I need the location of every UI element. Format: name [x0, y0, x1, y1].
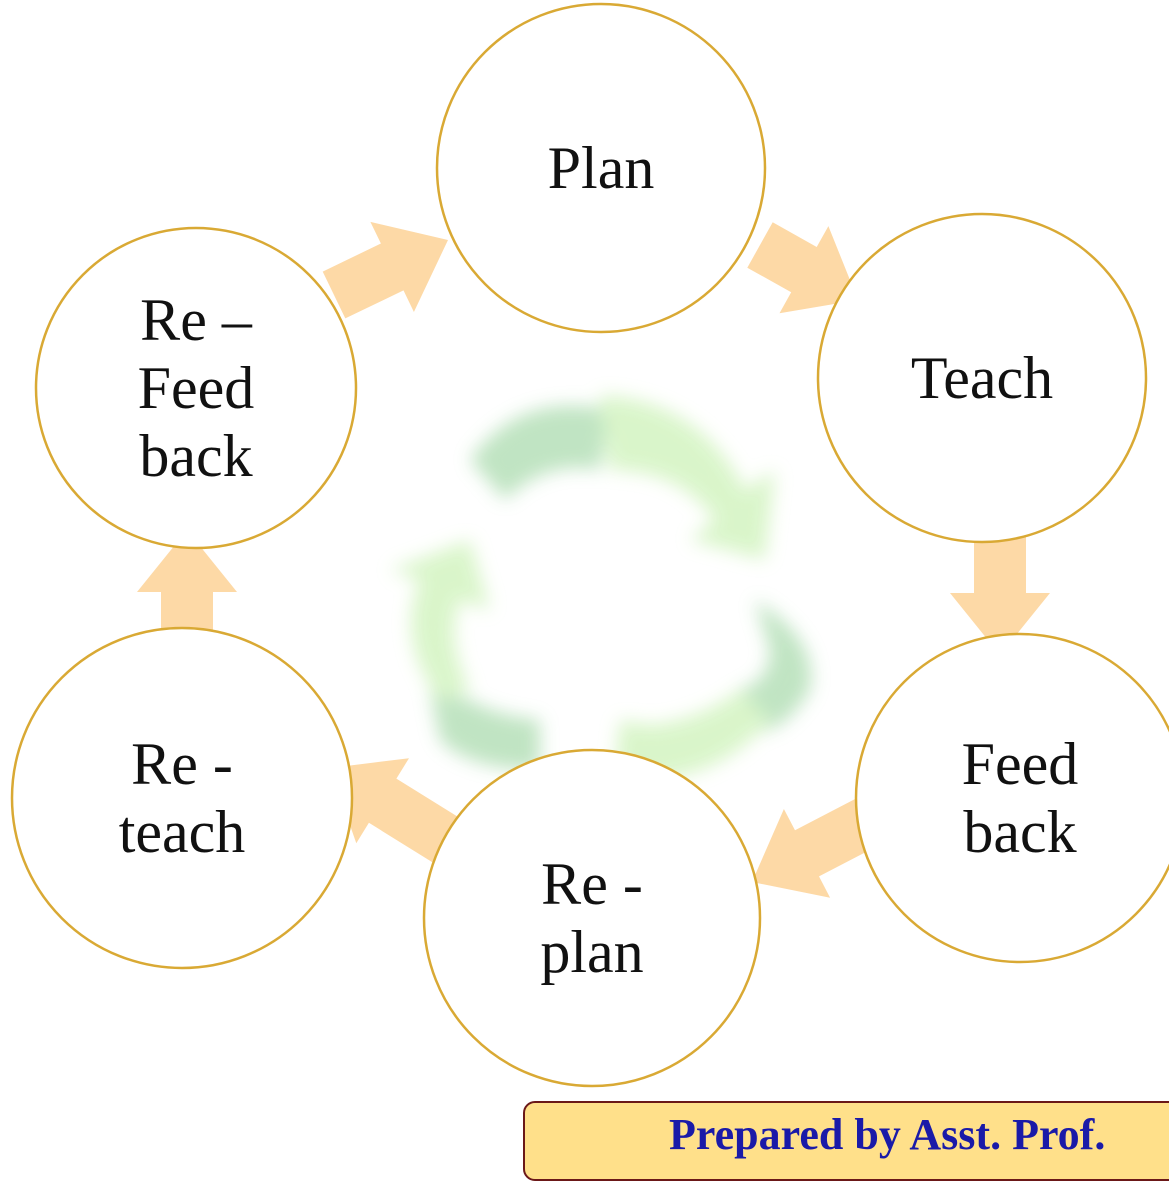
node-label: teach: [119, 799, 246, 865]
node-label: back: [963, 799, 1076, 865]
callout-text: Prepared by Asst. Prof.: [669, 1110, 1106, 1159]
cycle-arrows: [137, 221, 1050, 898]
arrow-reteach-to-refeedback: [137, 530, 237, 630]
node-label: Re -: [131, 731, 233, 797]
node-label: Plan: [548, 135, 655, 201]
node-label: Re -: [541, 851, 643, 917]
node-label: Teach: [911, 345, 1053, 411]
node-circle: [816, 212, 1148, 544]
arrow-plan-to-teach: [747, 222, 858, 314]
arrow-teach-to-feedback: [950, 530, 1050, 655]
node-circle: [34, 226, 358, 550]
node-circle: [10, 626, 354, 970]
node-plan: Plan: [435, 2, 767, 334]
node-replan: Re -plan: [422, 748, 762, 1088]
arrow-replan-to-reteach: [330, 758, 476, 873]
node-circle: [854, 632, 1169, 964]
node-reteach: Re -teach: [10, 626, 354, 970]
node-label: plan: [540, 919, 643, 985]
node-label: Re –: [140, 287, 253, 353]
node-teach: Teach: [816, 212, 1148, 544]
node-circle: [435, 2, 767, 334]
node-label: Feed: [962, 731, 1079, 797]
node-circle: [422, 748, 762, 1088]
arrow-refeedback-to-plan: [322, 221, 448, 319]
background-recycle-icon: [390, 395, 812, 780]
node-label: back: [139, 423, 252, 489]
author-callout: Prepared by Asst. Prof.: [523, 1101, 1169, 1181]
node-label: Feed: [138, 355, 255, 421]
